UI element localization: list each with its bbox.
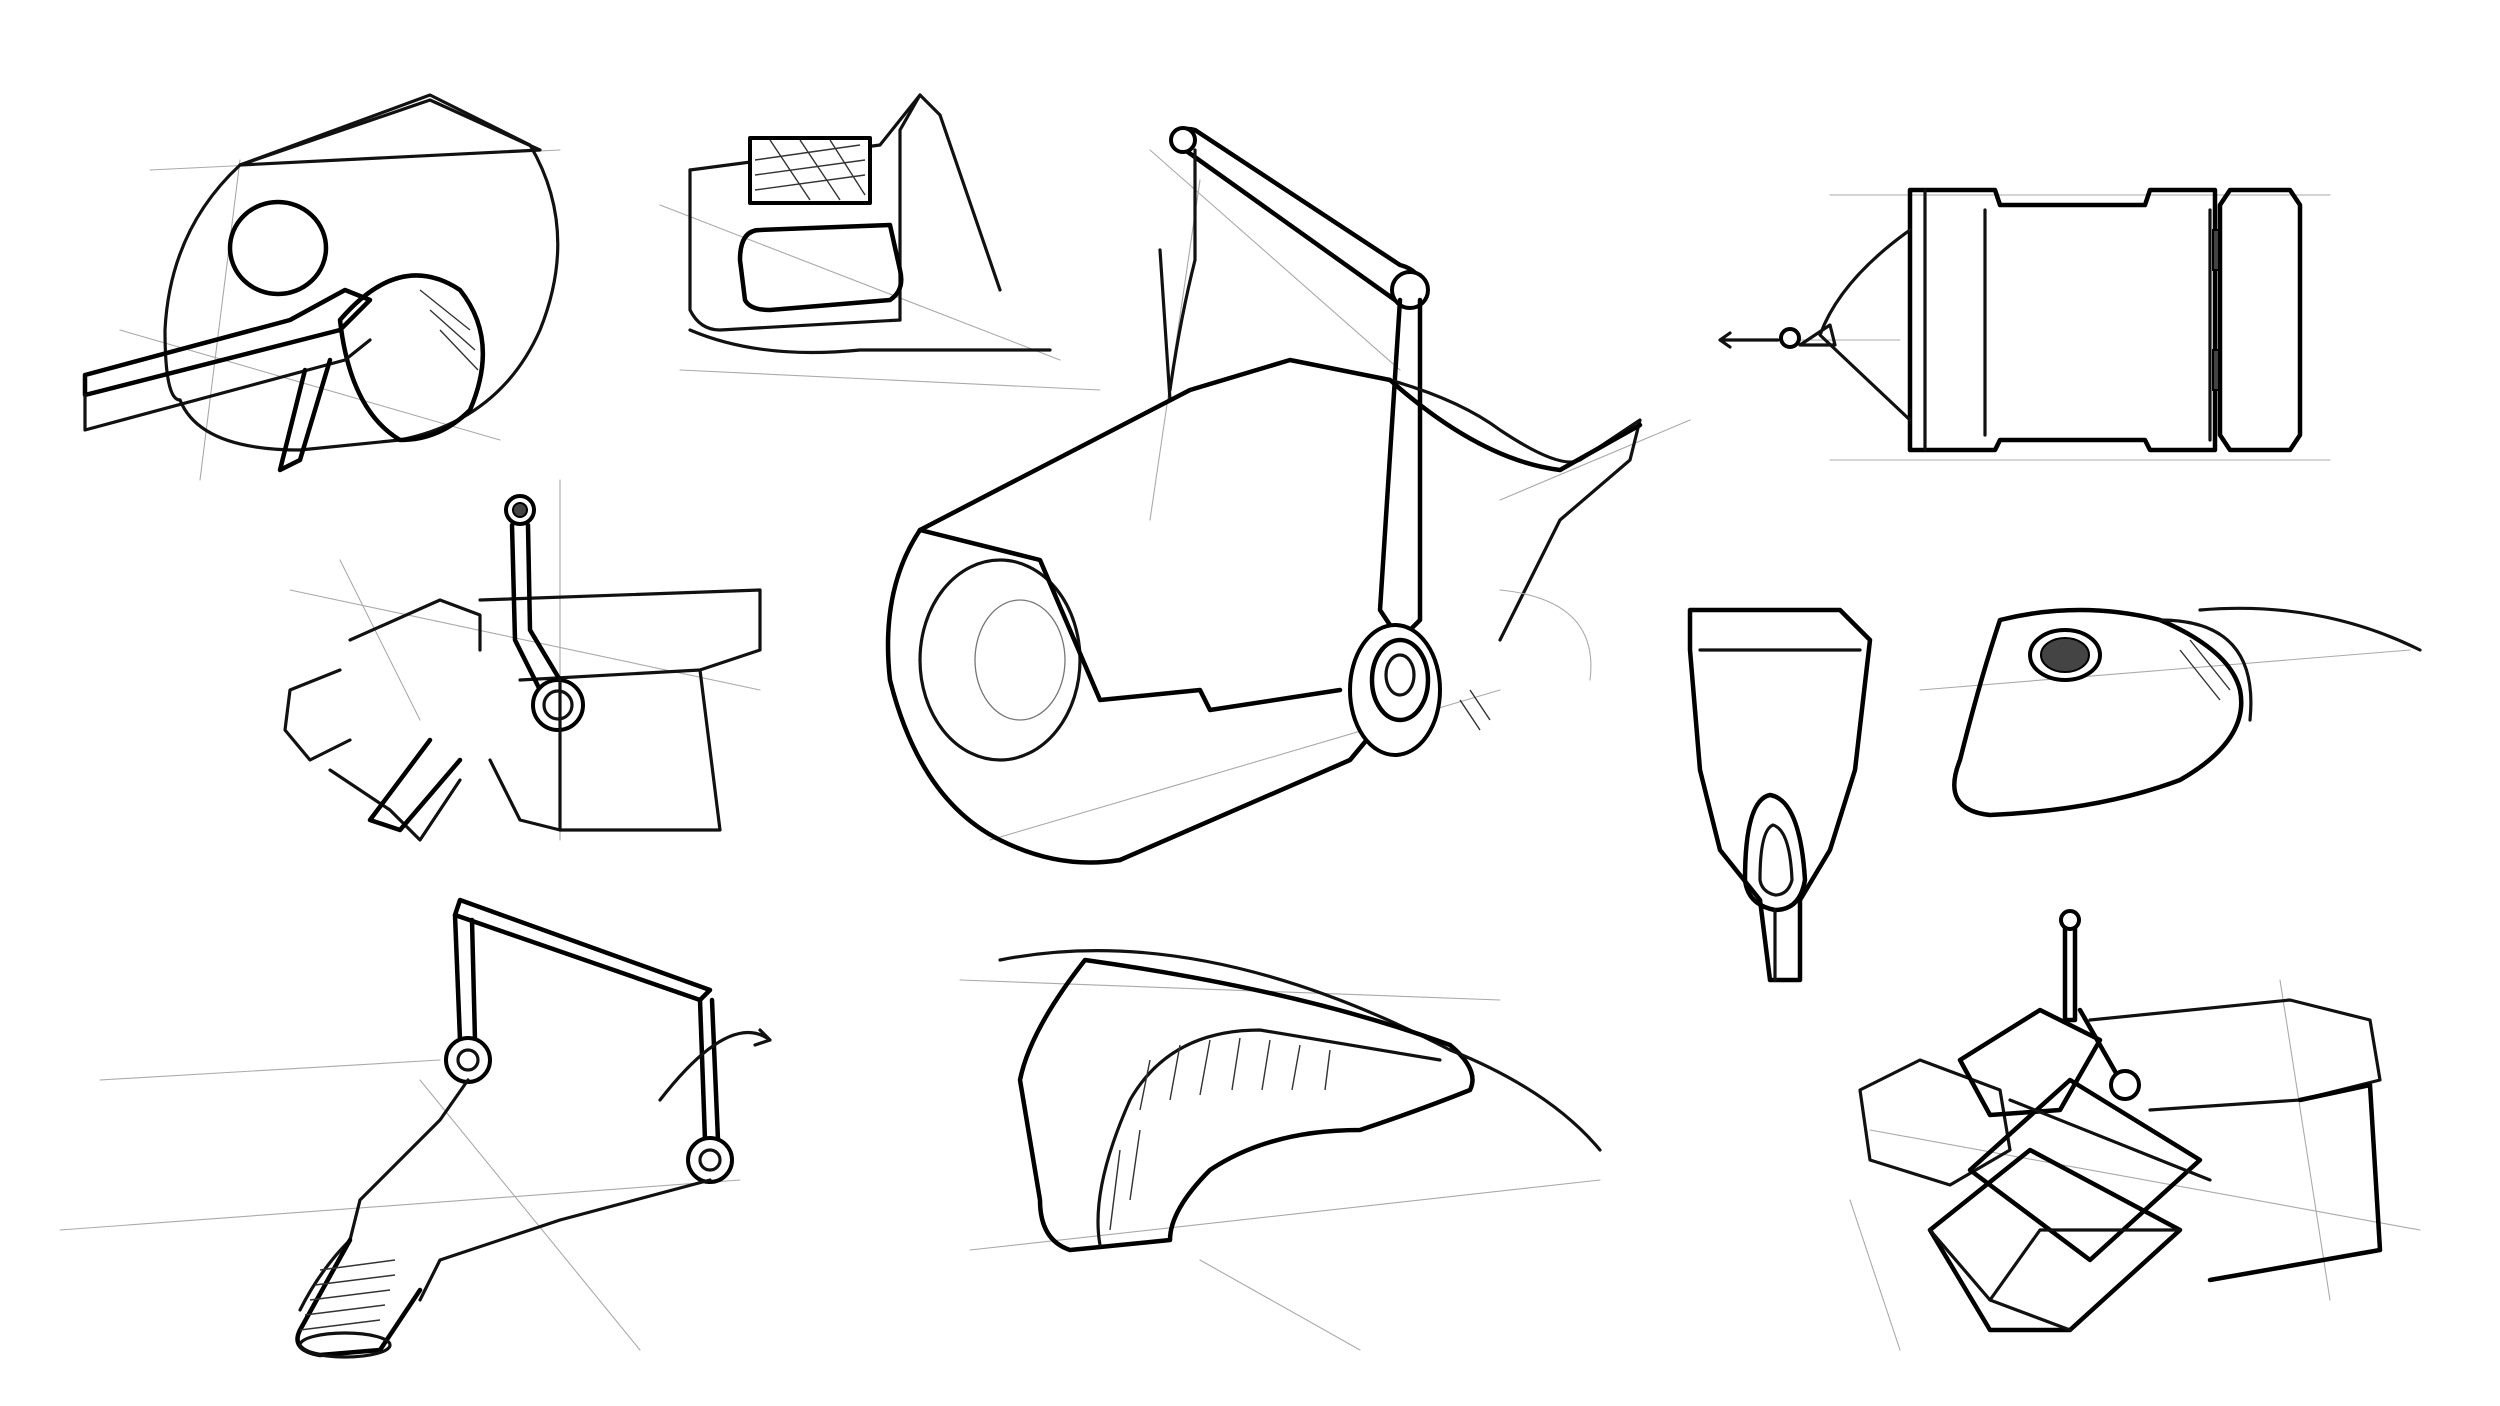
sketch-roller-pivot-arm [885,126,1691,865]
sketch-oval-sensor [1919,606,2422,818]
sketch-spatula-probe [1687,607,1873,983]
sketch-lever-housing [283,479,762,842]
sketch-handle-block [659,93,1101,391]
sketch-stacked-blocks-lever [1849,909,2421,1351]
sketch-curved-grip [959,948,1602,1351]
sketch-cylinder-side-view [1718,187,2331,461]
sketch-bracket-pump [59,897,772,1359]
sketch-helmet-hood [82,93,561,481]
